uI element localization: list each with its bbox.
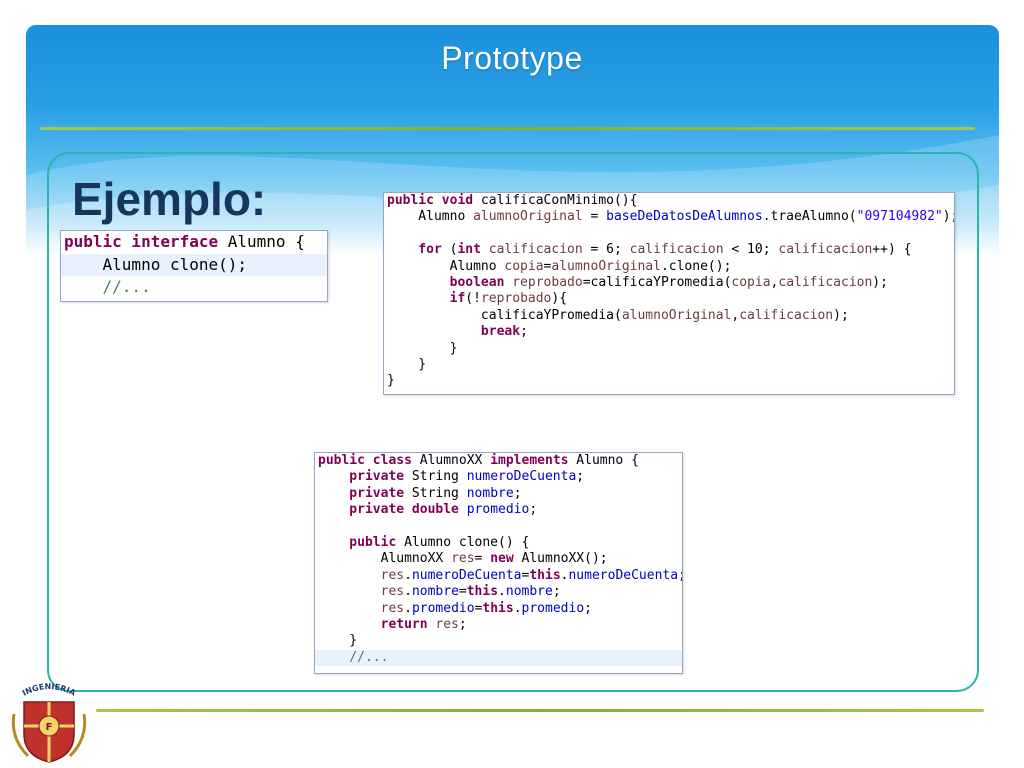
svg-text:INGENIERIA: INGENIERIA: [21, 682, 78, 698]
code-line: [384, 226, 954, 242]
code-line: res.numeroDeCuenta=this.numeroDeCuenta;: [380, 567, 682, 583]
code-line: }: [318, 633, 358, 649]
code-line: boolean reprobado=calificaYPromedia(copi…: [387, 274, 888, 290]
code-line: AlumnoXX res= new AlumnoXX();: [318, 551, 608, 567]
slide-title: Prototype: [441, 40, 583, 76]
code-line: private String numeroDeCuenta;: [318, 469, 585, 485]
code-line: res.promedio=this.promedio;: [380, 600, 592, 616]
example-heading: Ejemplo:: [72, 173, 267, 225]
code-line: if(!reprobado){: [387, 291, 568, 307]
code-line: }: [387, 340, 458, 356]
footer-divider: [96, 709, 984, 712]
code-line: for (int calificacion = 6; calificacion …: [387, 242, 912, 258]
code-line: private double promedio;: [318, 502, 538, 518]
class-code-block: public class AlumnoXX implements Alumno …: [314, 452, 683, 674]
code-line: public interface Alumno {: [64, 232, 305, 251]
code-line: calificaYPromedia(alumnoOriginal,calific…: [387, 307, 849, 323]
university-logo: INGENIERIA F: [8, 678, 90, 764]
code-line: }: [387, 373, 395, 389]
interface-code-block: public interface Alumno { Alumno clone()…: [60, 230, 328, 302]
code-line: public void calificaConMinimo(){: [387, 193, 638, 208]
content-panel: [47, 152, 979, 692]
code-line: public class AlumnoXX implements Alumno …: [318, 453, 639, 468]
code-line: res.nombre=this.nombre;: [380, 584, 561, 600]
code-line: Alumno clone();: [61, 253, 327, 276]
code-line: [315, 519, 682, 535]
code-line: return res;: [318, 616, 467, 632]
code-line: //...: [315, 649, 682, 667]
code-line: Alumno alumnoOriginal = baseDeDatosDeAlu…: [387, 209, 954, 225]
header-divider: [40, 127, 975, 130]
method-code-block: public void calificaConMinimo(){ Alumno …: [383, 192, 955, 395]
code-line: Alumno copia=alumnoOriginal.clone();: [387, 258, 732, 274]
code-line: public Alumno clone() {: [318, 534, 530, 550]
code-line: break;: [387, 324, 528, 340]
code-line: //...: [64, 277, 151, 296]
svg-text:F: F: [46, 722, 53, 733]
code-line: private String nombre;: [318, 485, 522, 501]
code-line: }: [387, 356, 427, 372]
